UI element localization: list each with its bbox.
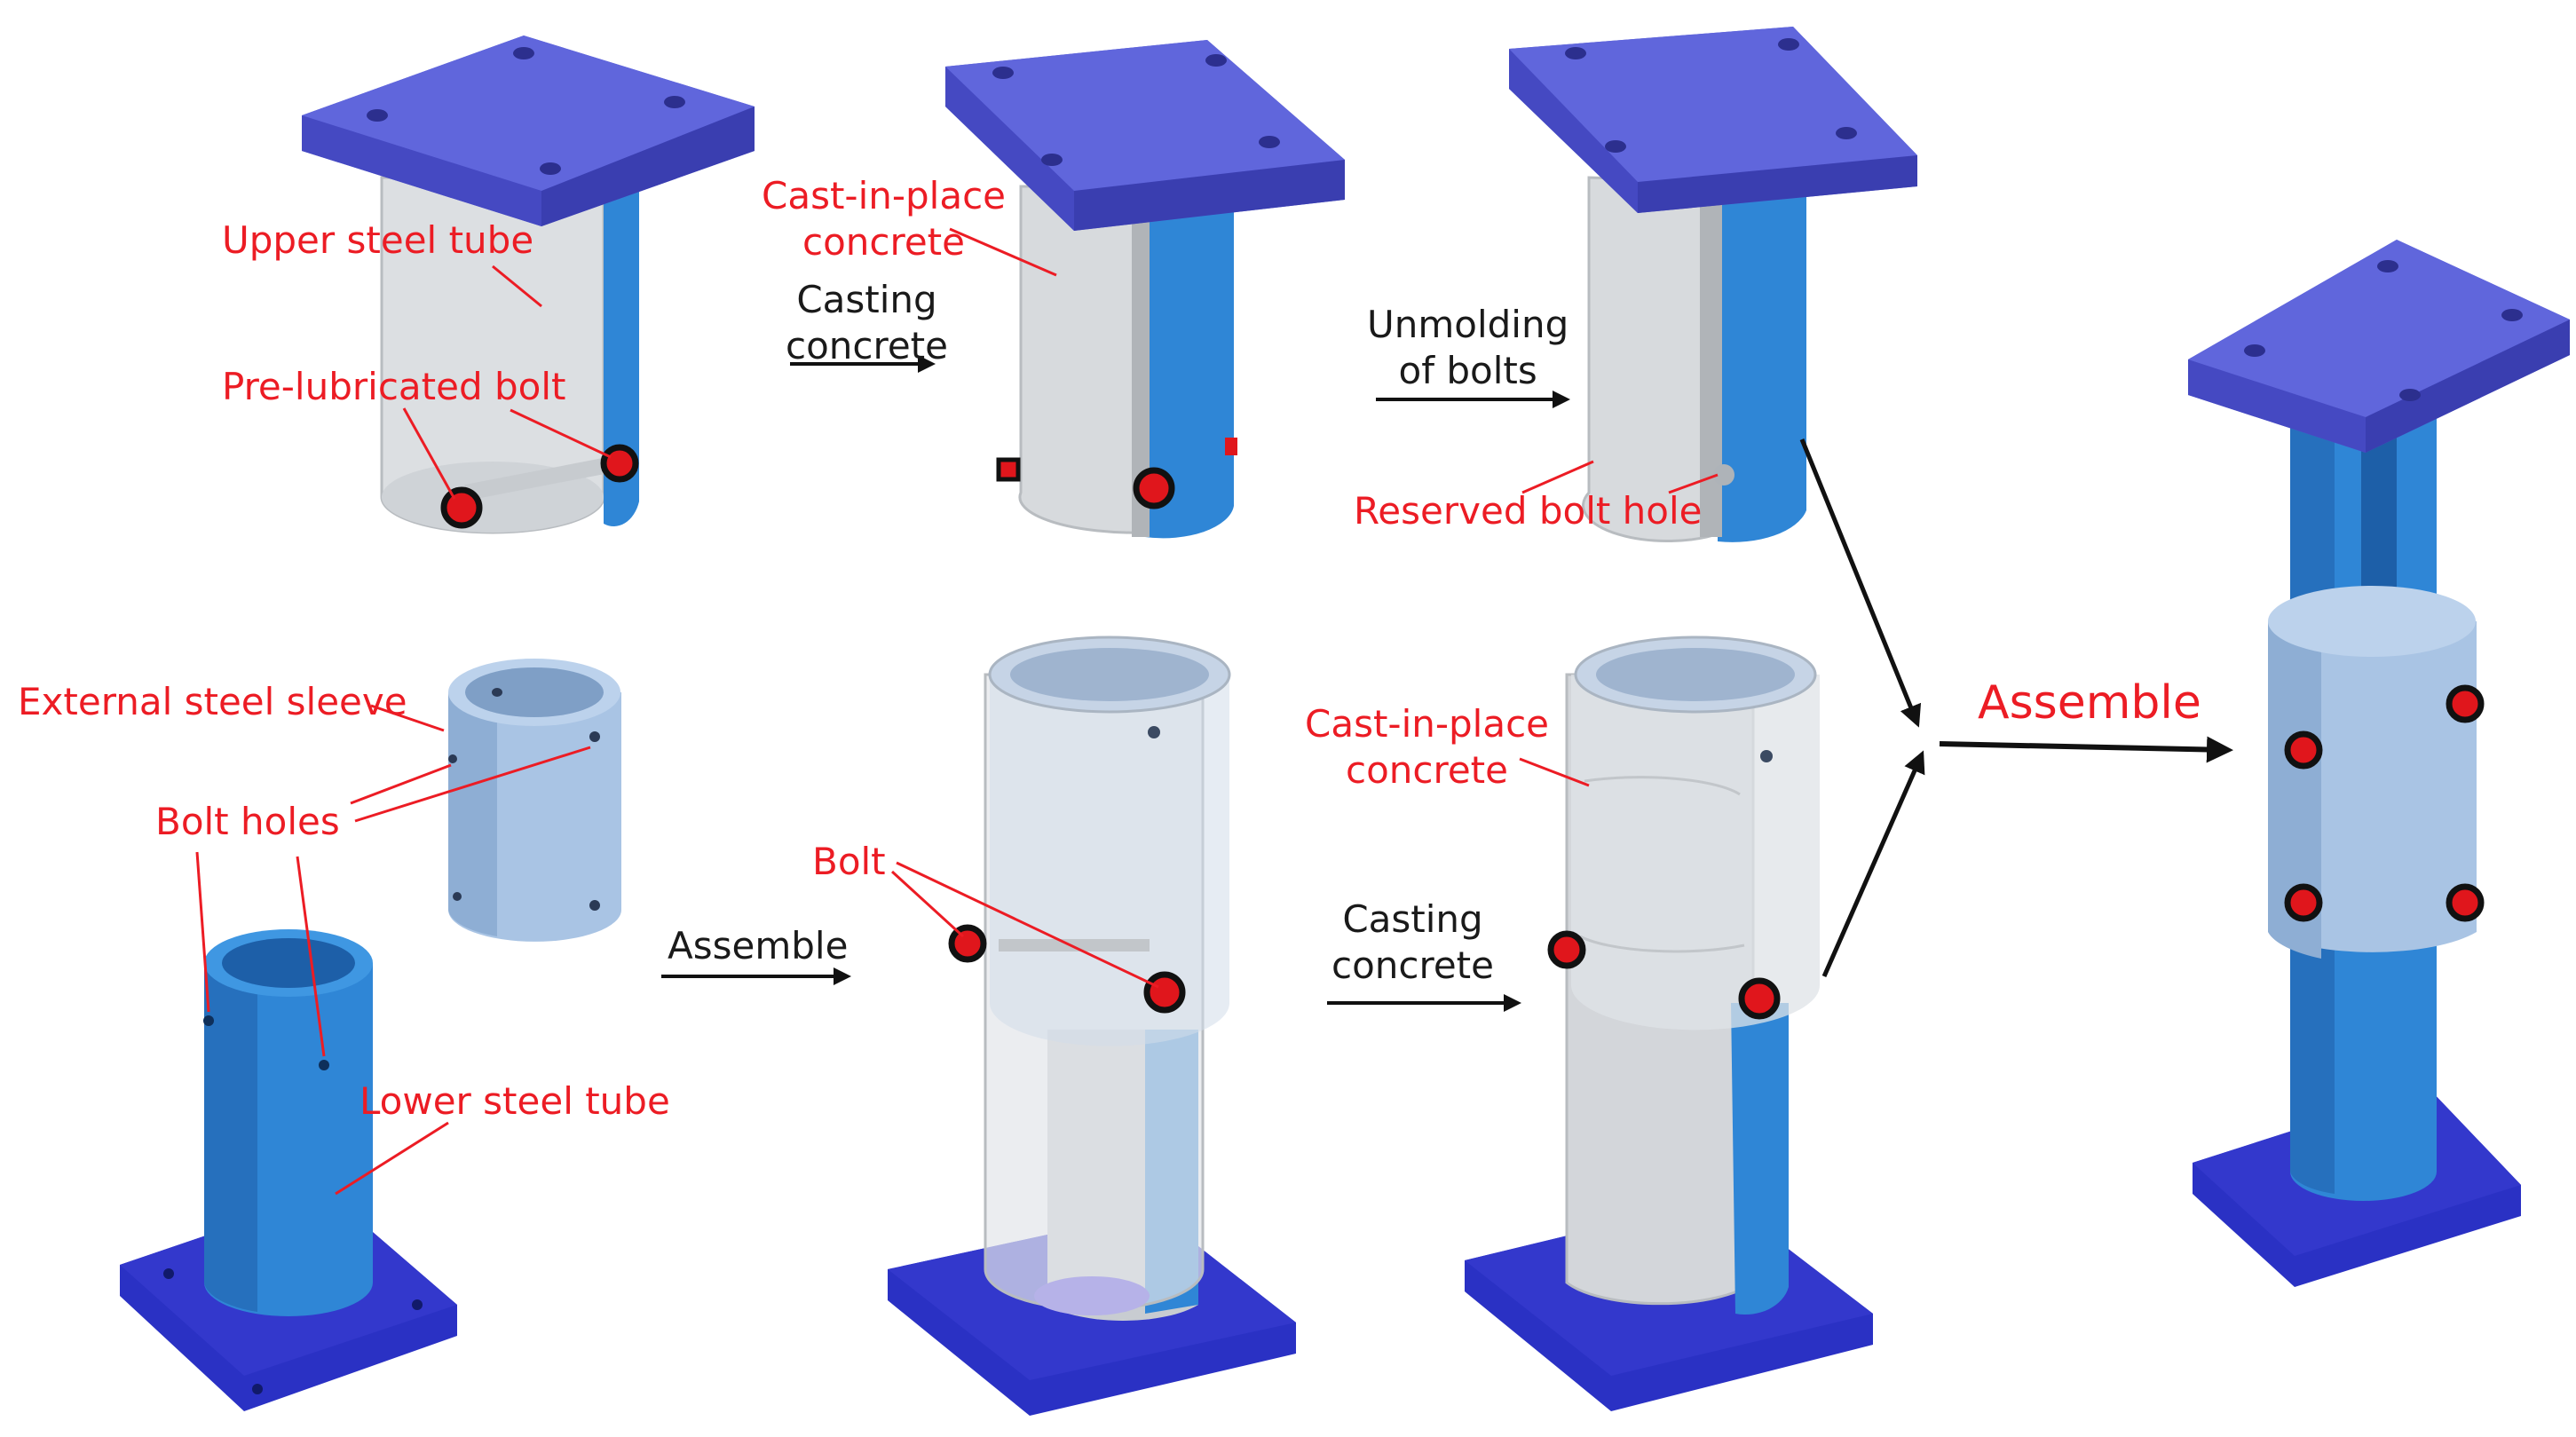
- label-upper-steel-tube: Upper steel tube: [222, 218, 534, 262]
- label-cast-in-place-concrete-bottom: Cast-in-place concrete: [1305, 702, 1550, 792]
- arrow-converge-upper: [1799, 438, 1922, 728]
- upper-tube-blue-shell: [604, 178, 639, 526]
- lower-steel-tube: [120, 851, 457, 1411]
- upper-tube-unmolded: [1509, 27, 1917, 542]
- final-assembled-column: [2188, 240, 2570, 1287]
- label-assemble-bottom: Assemble: [668, 924, 849, 967]
- label-lower-steel-tube: Lower steel tube: [360, 1079, 670, 1123]
- upper-tube-with-bolts: [302, 36, 755, 534]
- label-casting-concrete-bottom: Casting concrete: [1331, 897, 1494, 987]
- external-steel-sleeve: [350, 659, 621, 942]
- arrow-converge-lower: [1821, 750, 1925, 978]
- label-cast-in-place-concrete-top: Cast-in-place concrete: [762, 174, 1007, 264]
- pre-lubricated-bolt-right: [600, 444, 639, 483]
- label-assemble-final: Assemble: [1978, 676, 2201, 730]
- label-casting-concrete-top: Casting concrete: [786, 278, 948, 367]
- label-reserved-bolt-hole: Reserved bolt hole: [1354, 489, 1703, 533]
- label-pre-lubricated-bolt: Pre-lubricated bolt: [222, 365, 566, 408]
- label-bolt-holes: Bolt holes: [155, 800, 340, 843]
- pre-lubricated-bolt-left: [440, 486, 483, 529]
- upper-tube-with-concrete: [945, 40, 1345, 539]
- assembled-sleeve-transparent: [888, 636, 1296, 1416]
- label-external-steel-sleeve: External steel sleeve: [18, 680, 407, 723]
- lower-part-with-concrete: [1465, 636, 1873, 1411]
- arrow-assemble-final: [1939, 736, 2233, 763]
- label-bolt: Bolt: [812, 840, 886, 883]
- label-unmolding-of-bolts: Unmolding of bolts: [1367, 303, 1569, 392]
